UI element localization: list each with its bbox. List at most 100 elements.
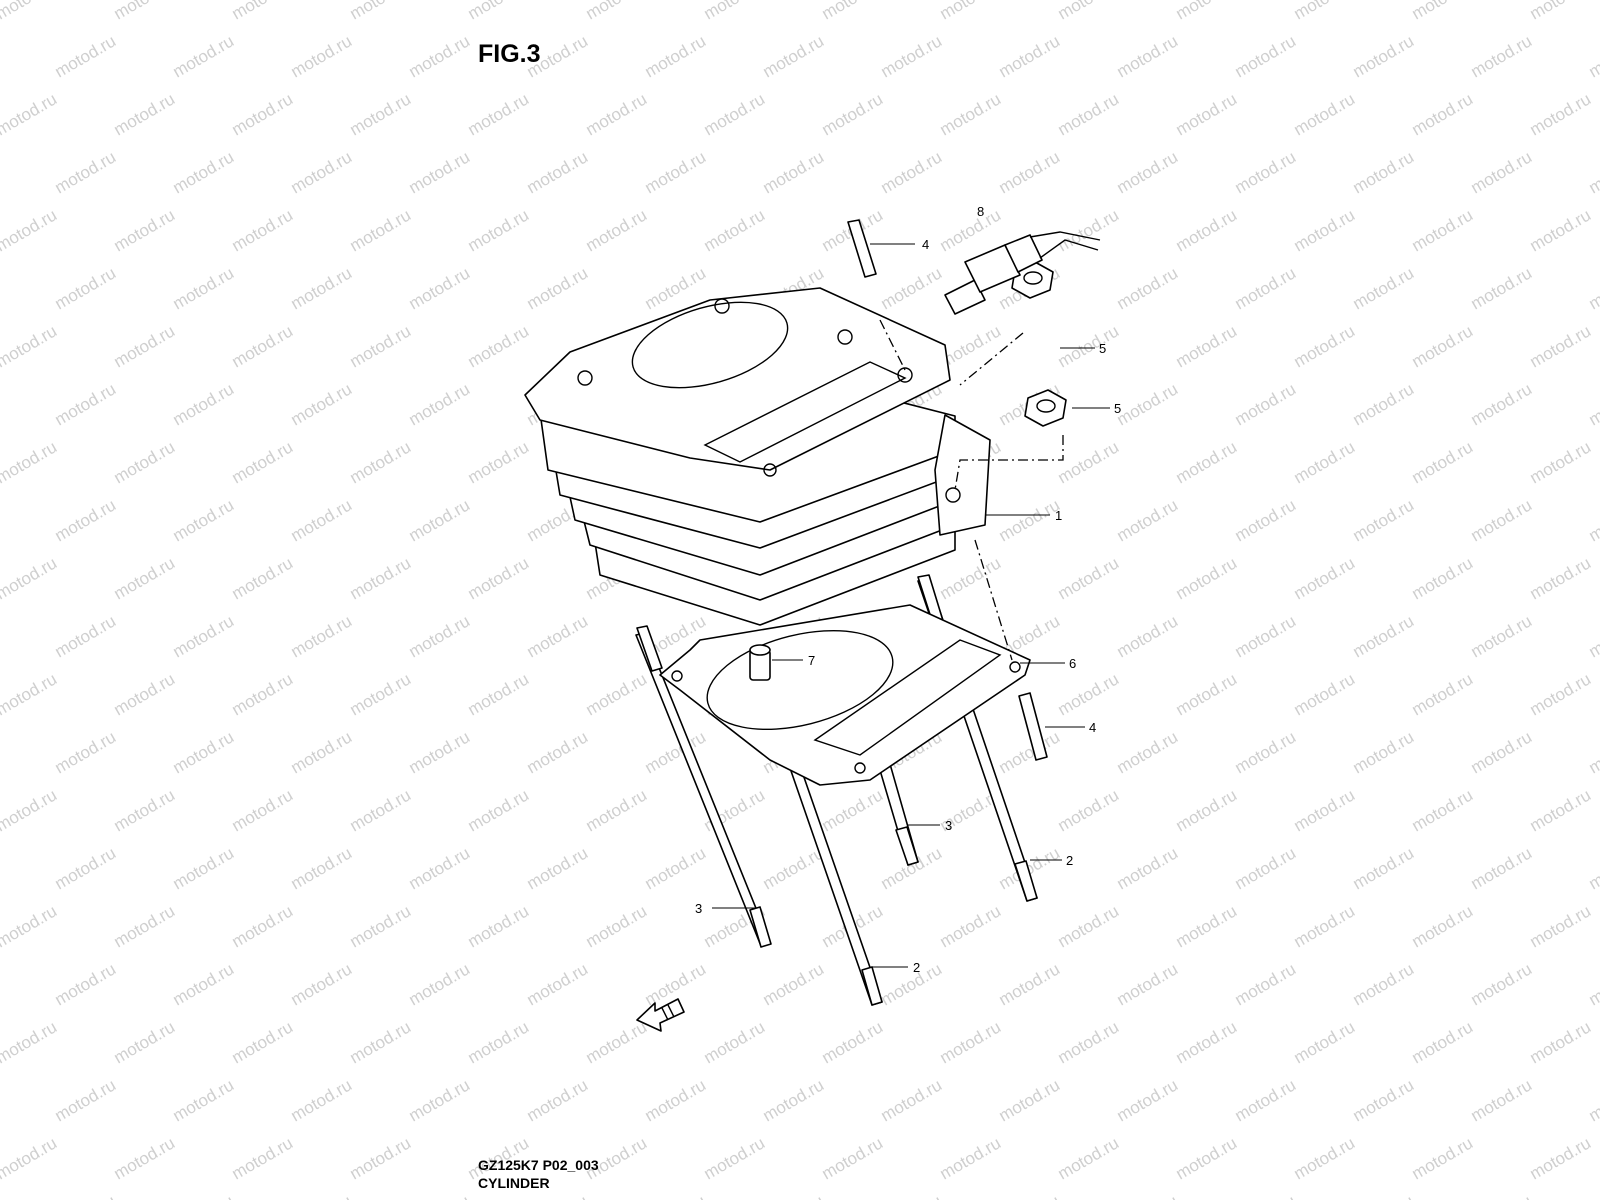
sensor-hex — [964, 244, 1021, 293]
watermark-text: motod.ru — [583, 901, 651, 951]
watermark-text: motod.ru — [701, 205, 769, 255]
watermark-text: motod.ru — [229, 89, 297, 139]
watermark-text: motod.ru — [465, 1017, 533, 1067]
flange-nut-lower-body — [1024, 389, 1067, 427]
watermark-text: motod.ru — [52, 611, 120, 661]
watermark-text: motod.ru — [1291, 0, 1359, 23]
callout-4-lower: 4 — [1089, 720, 1096, 735]
watermark-text: motod.ru — [1527, 437, 1595, 487]
watermark-text: motod.ru — [1527, 0, 1595, 23]
watermark-text: motod.ru — [1291, 205, 1359, 255]
watermark-text: motod.ru — [0, 89, 60, 139]
base-gasket-bore — [706, 629, 894, 731]
watermark-text: motod.ru — [1350, 1191, 1418, 1200]
watermark-text: motod.ru — [0, 785, 60, 835]
figure-name: CYLINDER — [478, 1175, 550, 1191]
figure-code: GZ125K7 P02_003 — [478, 1157, 599, 1173]
watermark-text: motod.ru — [170, 147, 238, 197]
watermark-text: motod.ru — [111, 89, 179, 139]
watermark-text: motod.ru — [229, 669, 297, 719]
watermark-text: motod.ru — [1291, 669, 1359, 719]
watermark-text: motod.ru — [524, 147, 592, 197]
base-gasket-hole — [1009, 661, 1021, 673]
watermark-text: motod.ru — [819, 785, 887, 835]
base-gasket-chain-slot — [813, 639, 1002, 756]
watermark-text: motod.ru — [996, 1191, 1064, 1200]
watermark-text: motod.ru — [1232, 263, 1300, 313]
stud-bolt-short-thread — [895, 826, 919, 866]
alignment-line — [879, 319, 906, 371]
watermark-text: motod.ru — [1114, 147, 1182, 197]
cylinder-chain-tunnel — [703, 361, 907, 463]
watermark-text: motod.ru — [819, 0, 887, 23]
watermark-text: motod.ru — [170, 727, 238, 777]
watermark-text: motod.ru — [0, 959, 1, 1009]
watermark-text: motod.ru — [465, 901, 533, 951]
watermark-text: motod.ru — [996, 959, 1064, 1009]
watermark-text: motod.ru — [1586, 959, 1600, 1009]
leader-lines — [712, 243, 1110, 968]
flange-nut-lower — [1024, 389, 1067, 427]
watermark-text: motod.ru — [1468, 1075, 1536, 1125]
watermark-text: motod.ru — [288, 611, 356, 661]
sensor-wire — [1029, 231, 1101, 241]
watermark-text: motod.ru — [524, 843, 592, 893]
watermark-text: motod.ru — [1055, 437, 1123, 487]
watermark-text: motod.ru — [1232, 147, 1300, 197]
front-arrow-icon — [636, 998, 685, 1032]
watermark-text: motod.ru — [170, 495, 238, 545]
watermark-text: motod.ru — [229, 1133, 297, 1183]
watermark-text: motod.ru — [1114, 611, 1182, 661]
watermark-text: motod.ru — [1055, 0, 1123, 23]
watermark-text: motod.ru — [878, 147, 946, 197]
watermark-text: motod.ru — [288, 379, 356, 429]
callout-5-lower: 5 — [1114, 401, 1121, 416]
watermark-text: motod.ru — [465, 205, 533, 255]
watermark-text: motod.ru — [1586, 495, 1600, 545]
base-gasket-outline — [659, 604, 1031, 786]
watermark-text: motod.ru — [229, 785, 297, 835]
watermark-text: motod.ru — [1232, 843, 1300, 893]
watermark-text: motod.ru — [406, 495, 474, 545]
watermark-text: motod.ru — [1232, 379, 1300, 429]
watermark-text: motod.ru — [1586, 379, 1600, 429]
watermark-text: motod.ru — [1409, 1017, 1477, 1067]
cylinder-side-flange — [934, 414, 991, 536]
watermark-text: motod.ru — [0, 1075, 1, 1125]
watermark-text: motod.ru — [0, 0, 60, 23]
watermark-text: motod.ru — [1232, 1075, 1300, 1125]
watermark-text: motod.ru — [1291, 553, 1359, 603]
watermark-text: motod.ru — [1114, 263, 1182, 313]
watermark-text: motod.ru — [52, 147, 120, 197]
watermark-text: motod.ru — [1586, 147, 1600, 197]
watermark-text: motod.ru — [1468, 31, 1536, 81]
callout-5-upper: 5 — [1099, 341, 1106, 356]
watermark-text: motod.ru — [642, 1075, 710, 1125]
watermark-text: motod.ru — [288, 1075, 356, 1125]
temperature-sensor — [944, 231, 1101, 315]
watermark-text: motod.ru — [465, 669, 533, 719]
top-stud — [847, 219, 877, 278]
watermark-text: motod.ru — [170, 31, 238, 81]
watermark-text: motod.ru — [524, 31, 592, 81]
watermark-text: motod.ru — [701, 89, 769, 139]
watermark-text: motod.ru — [111, 669, 179, 719]
watermark-text: motod.ru — [111, 553, 179, 603]
watermark-text: motod.ru — [406, 843, 474, 893]
watermark-text: motod.ru — [1409, 1133, 1477, 1183]
watermark-text: motod.ru — [1114, 1075, 1182, 1125]
watermark-text: motod.ru — [288, 495, 356, 545]
alignment-line — [959, 332, 1024, 386]
watermark-text: motod.ru — [0, 31, 1, 81]
callout-labels: 8 4 5 5 1 7 6 4 3 2 3 2 — [695, 204, 1121, 975]
watermark-text: motod.ru — [170, 1191, 238, 1200]
watermark-text: motod.ru — [878, 263, 946, 313]
watermark-text: motod.ru — [406, 727, 474, 777]
watermark-text: motod.ru — [52, 263, 120, 313]
watermark-text: motod.ru — [52, 727, 120, 777]
watermark-text: motod.ru — [229, 553, 297, 603]
watermark-text: motod.ru — [1409, 437, 1477, 487]
watermark-text: motod.ru — [1468, 379, 1536, 429]
watermark-text: motod.ru — [1468, 1191, 1536, 1200]
watermark-text: motod.ru — [1114, 959, 1182, 1009]
